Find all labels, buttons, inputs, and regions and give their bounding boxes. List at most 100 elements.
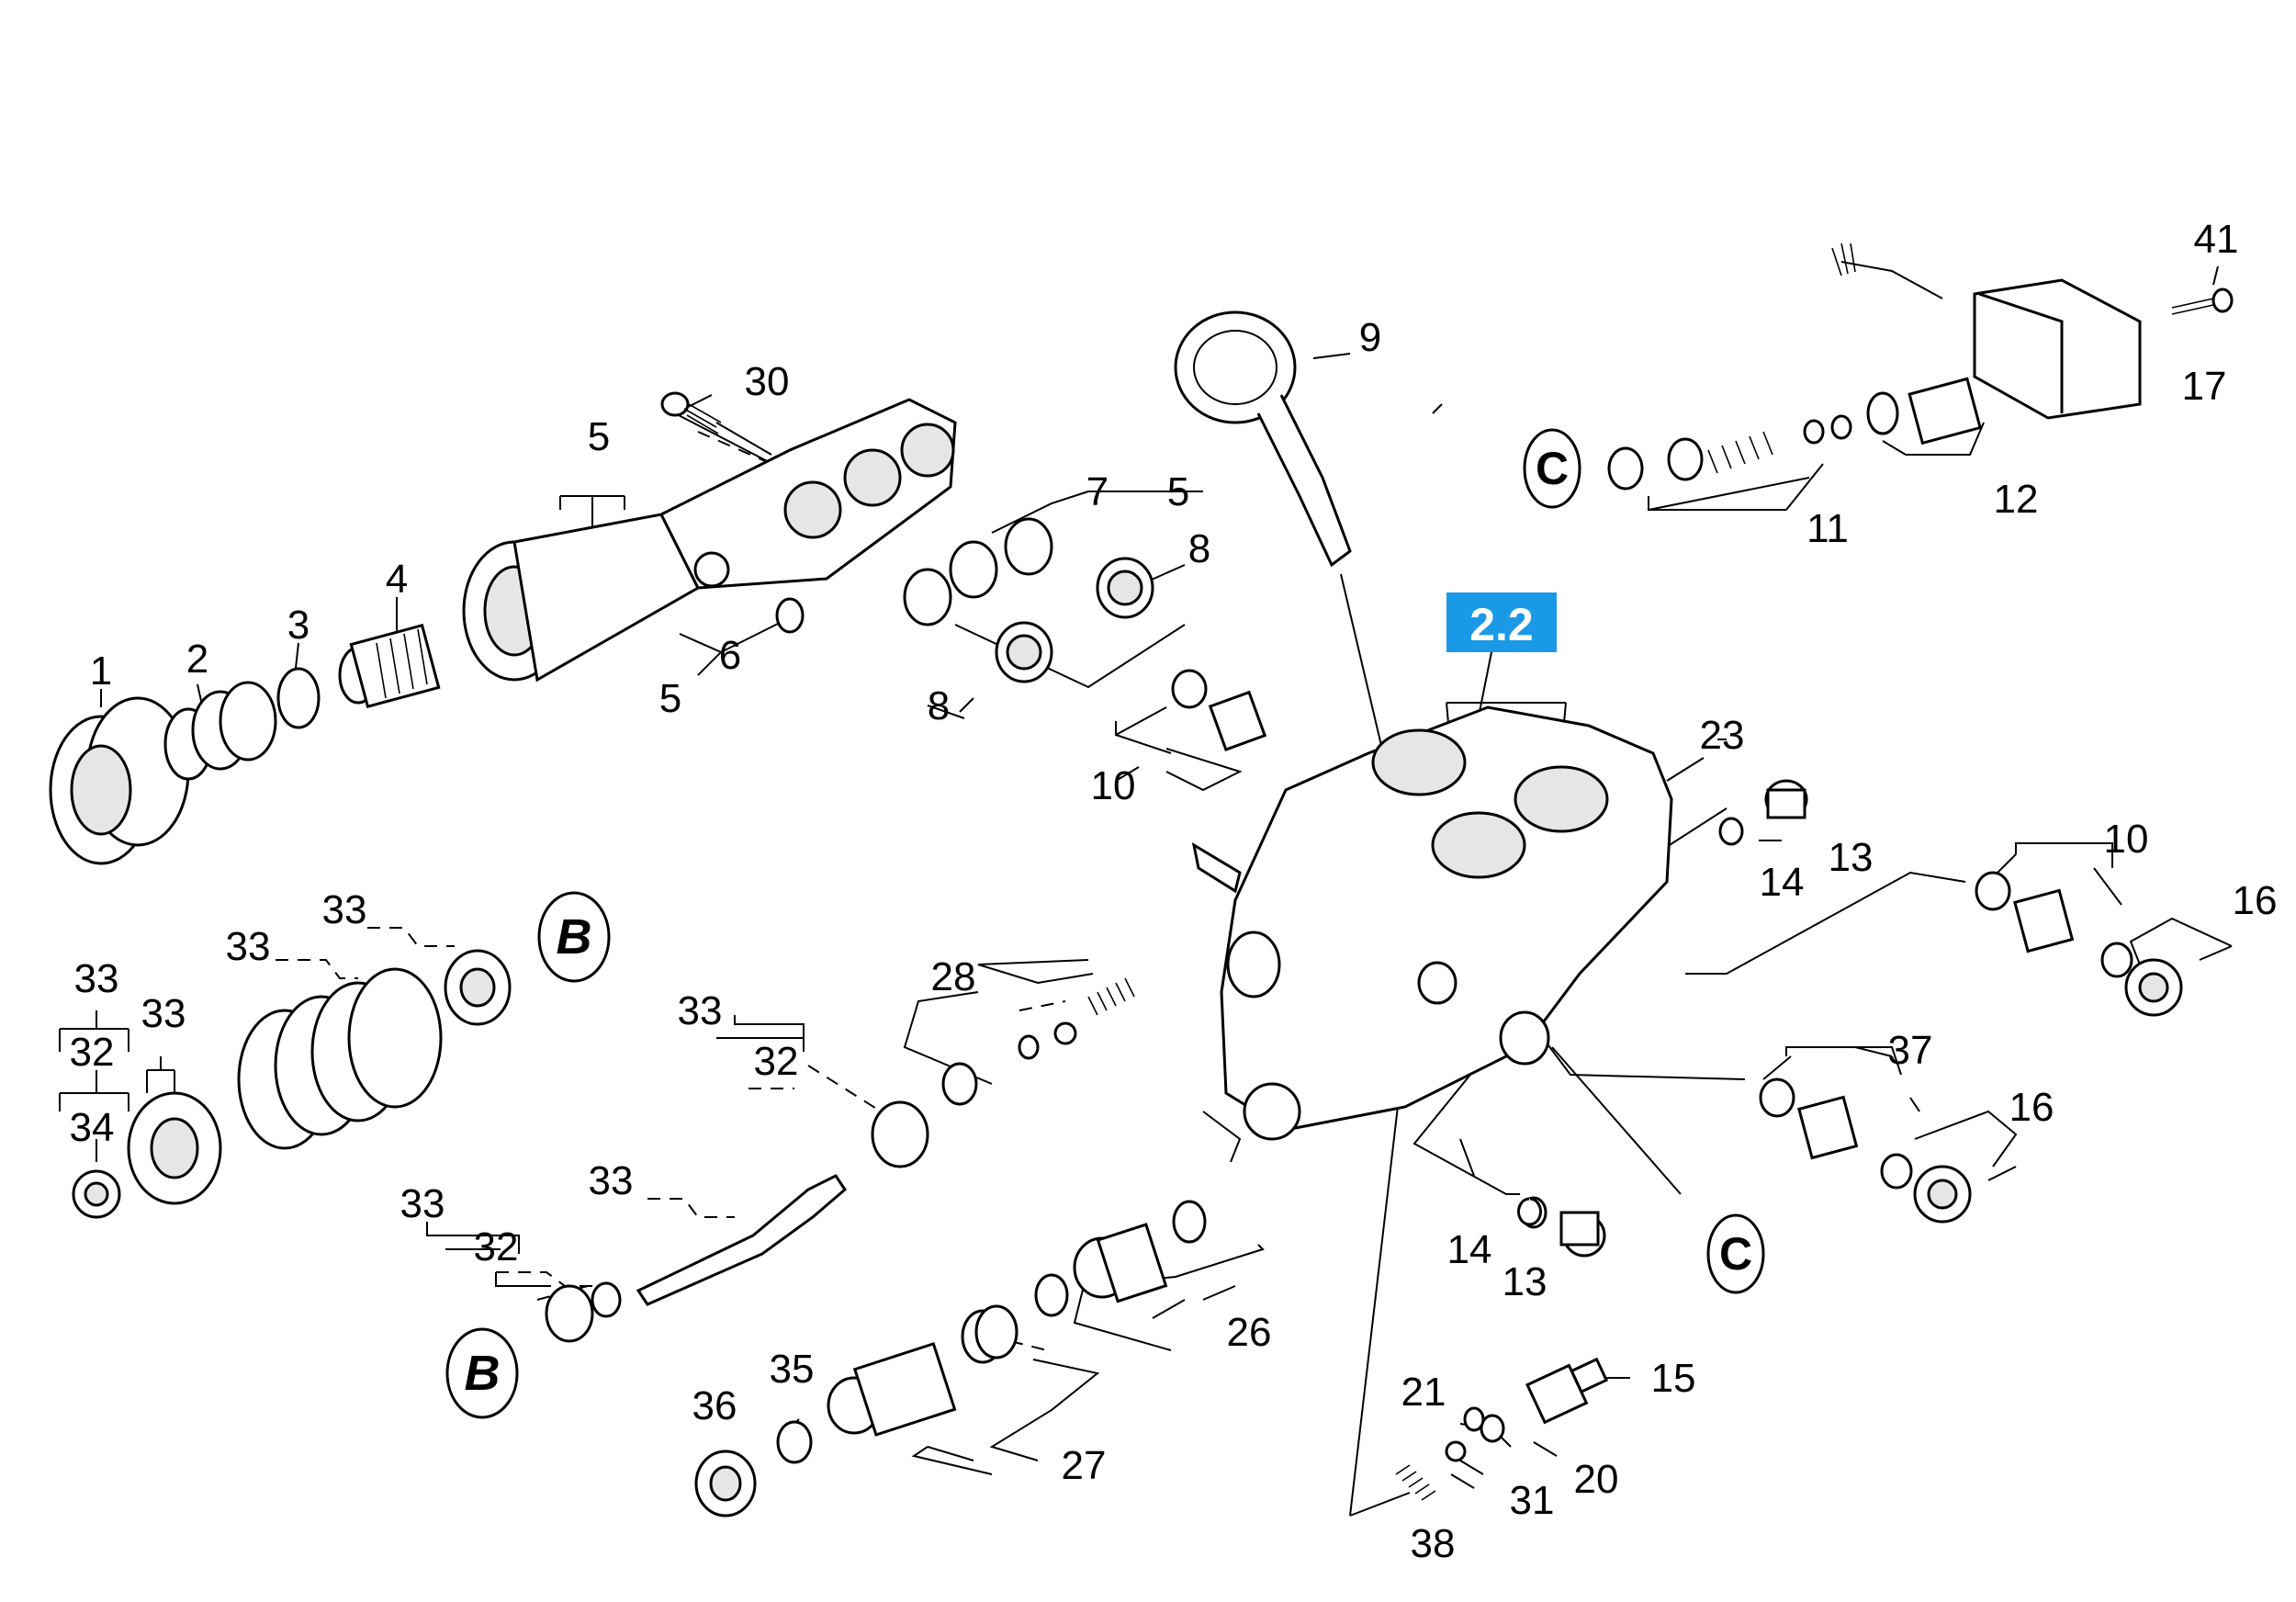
callout-35: 35 (770, 1347, 815, 1392)
part-1-nut (49, 696, 190, 865)
part-33-spring (237, 967, 443, 1150)
part-12-fitting (1908, 377, 1982, 446)
callout-8-lower: 8 (928, 683, 950, 728)
callout-33-needle: 33 (589, 1158, 634, 1203)
part-37-check-valve (1759, 1077, 1913, 1190)
part-14-oring-small (1517, 1197, 1542, 1226)
part-3-oring (276, 667, 321, 729)
part-27-sleeve (827, 1342, 957, 1437)
callout-32-left: 32 (70, 1030, 115, 1075)
part-28-ball (1053, 1021, 1077, 1045)
callout-10-left: 10 (1091, 763, 1136, 808)
callout-20: 20 (1574, 1457, 1619, 1502)
callout-33-seat: 33 (322, 887, 367, 932)
svg-text:C: C (1536, 443, 1569, 494)
callout-2: 2 (186, 637, 208, 682)
callout-5-oring-top: 5 (1167, 469, 1189, 514)
part-36-plug (694, 1450, 757, 1517)
marker-c-lower: C (1706, 1213, 1765, 1294)
callout-1: 1 (90, 649, 112, 694)
callout-11: 11 (1806, 506, 1849, 551)
part-32-oring (871, 1100, 929, 1168)
callout-34: 34 (70, 1105, 115, 1150)
part-13-plug-upper (1764, 779, 1808, 819)
callout-8-upper: 8 (1188, 526, 1210, 571)
part-10-check-valve-right (1975, 871, 2133, 978)
part-6-oring (775, 597, 805, 634)
callout-31: 31 (1510, 1478, 1555, 1523)
part-30-screw (660, 391, 722, 434)
part-26-oring-a (1172, 1200, 1207, 1244)
callout-37: 37 (1888, 1028, 1933, 1073)
callout-12: 12 (1994, 477, 2039, 522)
parts (49, 243, 2234, 1517)
part-33-washer (127, 1091, 222, 1205)
part-33-spring-seat (444, 949, 512, 1026)
callout-5-oring-left: 5 (659, 676, 681, 721)
part-27-oring-b (974, 1304, 1019, 1359)
callout-15: 15 (1651, 1356, 1696, 1401)
part-28-spring (1087, 977, 1135, 1016)
part-13-plug-lower (1559, 1211, 1606, 1258)
svg-text:C: C (1719, 1228, 1752, 1280)
part-17-pressure-switch (1831, 243, 2142, 420)
svg-text:2.2: 2.2 (1469, 599, 1534, 650)
callout-13-upper: 13 (1829, 835, 1874, 880)
svg-text:B: B (557, 909, 592, 965)
part-31-ball (1445, 1440, 1467, 1462)
part-5-manifold-head (658, 398, 957, 590)
part-20-oring (1480, 1414, 1505, 1443)
callout-16-upper: 16 (2233, 878, 2278, 923)
part-12-oring (1866, 391, 1899, 435)
callout-14-upper: 14 (1760, 860, 1805, 905)
callout-3: 3 (287, 603, 310, 648)
callout-32-lower: 32 (474, 1224, 519, 1269)
part-33-oring-lower (591, 1281, 622, 1318)
marker-c-upper: C (1523, 428, 1581, 509)
part-11-valve-assembly (1607, 414, 1852, 491)
callout-16-lower: 16 (2009, 1085, 2054, 1130)
part-8-valve-lower (995, 621, 1053, 683)
part-32-seat (941, 1062, 978, 1106)
part-4-filter (338, 624, 441, 708)
part-7-oring-a (1004, 517, 1053, 576)
part-26-piston (1073, 1223, 1168, 1303)
marker-b-lower: B (445, 1327, 519, 1419)
part-33-needle (636, 1174, 847, 1306)
callout-23: 23 (1700, 713, 1745, 758)
callout-33-washer: 33 (141, 991, 186, 1036)
callout-30: 30 (745, 359, 790, 404)
callout-7: 7 (1086, 469, 1109, 514)
callout-41: 41 (2194, 217, 2239, 262)
part-23-pump-housing (1191, 705, 1673, 1141)
part-9-pressure-gauge (1174, 310, 1352, 568)
reference-badge[interactable]: 2.2 (1446, 592, 1557, 652)
part-14-oring-upper (1718, 817, 1744, 846)
part-34-nut (72, 1169, 121, 1219)
marker-b-upper: B (537, 891, 611, 983)
callout-33-middle: 33 (678, 988, 723, 1033)
callout-27: 27 (1062, 1443, 1107, 1488)
part-10-check-valve-left (1171, 669, 1267, 751)
callout-9: 9 (1359, 315, 1381, 360)
part-15-nipple (1525, 1357, 1609, 1425)
callout-36: 36 (692, 1383, 737, 1428)
callout-28: 28 (931, 954, 976, 999)
callout-labels: 1 2 3 4 5 5 5 5 6 7 8 8 9 10 10 11 12 13… (70, 217, 2278, 1566)
callout-4: 4 (386, 557, 408, 602)
callout-10-right: 10 (2104, 817, 2149, 862)
part-16-plug-upper (2124, 958, 2183, 1017)
callout-21: 21 (1401, 1370, 1446, 1415)
part-26-oring-b (1034, 1273, 1069, 1317)
callout-6: 6 (719, 633, 741, 678)
callout-14-lower: 14 (1447, 1227, 1492, 1272)
part-5-cylinder (462, 513, 700, 683)
part-7-oring-b (949, 540, 998, 599)
part-2-fitting (163, 681, 277, 781)
leader-lines (59, 265, 2233, 1517)
part-41-screw (2171, 288, 2234, 315)
part-16-plug-lower (1913, 1165, 1972, 1224)
callout-17: 17 (2182, 364, 2227, 409)
svg-text:B: B (465, 1346, 501, 1401)
